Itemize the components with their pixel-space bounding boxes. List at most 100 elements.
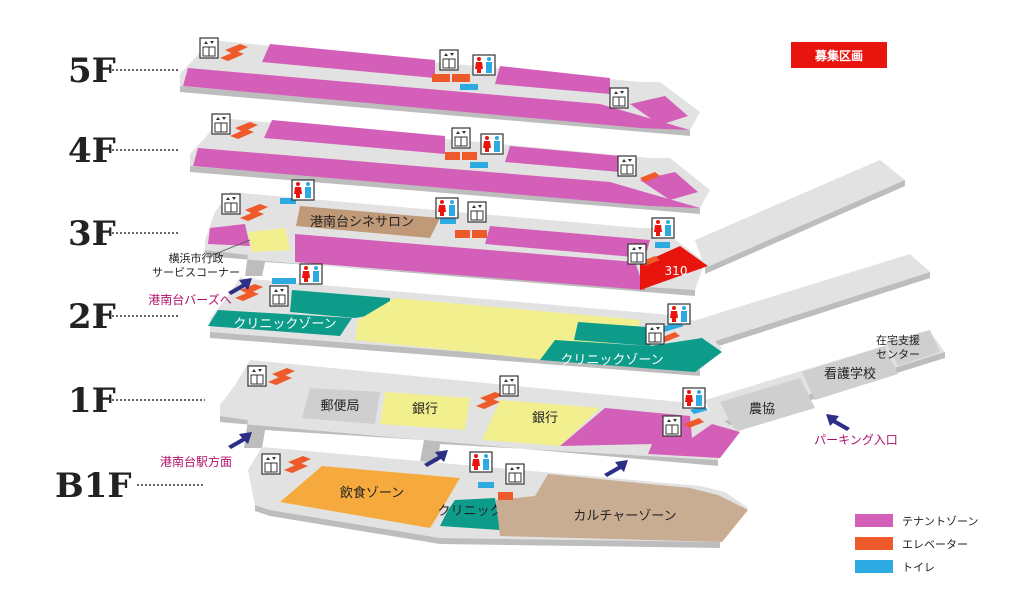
elevator: [684, 418, 704, 428]
elevator: [235, 122, 258, 132]
elevator-icon: [439, 49, 459, 71]
floor-1f: 農協 看護学校 在宅支援 センター 郵便局 銀行 銀行: [220, 330, 945, 466]
elevator: [472, 230, 487, 238]
legend: テナントゾーン エレベーター トイレ: [855, 514, 978, 574]
nursing-zone: [802, 346, 898, 400]
legend-toilet-label: トイレ: [902, 561, 935, 574]
tenant-zone: [183, 68, 690, 130]
bank-zone: [482, 400, 600, 446]
vacant-unit-310: [640, 246, 708, 290]
vacant-badge-label: 募集区画: [814, 48, 863, 63]
tenant-zone: [193, 148, 700, 208]
toilet-icon: [480, 133, 504, 155]
floor-label-5f: 5F: [68, 51, 116, 91]
legend-swatch-elevator: [855, 537, 893, 550]
elevator: [462, 152, 477, 160]
toilet: [478, 482, 494, 488]
legend-swatch-tenant: [855, 514, 893, 527]
tenant-zone: [264, 120, 445, 154]
toilet: [655, 242, 670, 248]
clinic-2f-left-label: クリニックゾーン: [233, 317, 336, 332]
elevator-icon: [221, 193, 241, 215]
bank-label-2: 銀行: [532, 411, 558, 426]
food-zone: [280, 466, 460, 528]
elevator-icon: [261, 453, 281, 475]
elevator-icon: [627, 243, 647, 265]
elevator: [660, 332, 680, 342]
post-office-label: 郵便局: [320, 399, 359, 414]
bank-zone: [380, 392, 470, 430]
unit-310-label: 310: [665, 264, 688, 278]
elevator: [284, 463, 308, 473]
tenant-zone: [640, 172, 698, 200]
floor-b1f: 飲食ゾーン クリニック カルチャーゾーン: [248, 447, 748, 548]
elevator: [445, 152, 460, 160]
food-label: 飲食ゾーン: [340, 485, 404, 501]
elevator: [220, 51, 244, 61]
floor-label-4f: 4F: [68, 131, 116, 171]
clinic-zone: [440, 498, 500, 530]
cine-label: 港南台シネサロン: [310, 214, 414, 230]
access-station-label: 港南台駅方面: [160, 454, 232, 469]
floor-label-2f: 2F: [68, 297, 116, 337]
toilet-icon: [435, 197, 459, 219]
gov-zone: [248, 228, 290, 252]
cine-zone: [296, 206, 440, 238]
access-bars-label: 港南台バーズへ: [148, 292, 231, 307]
clinic-zone: [290, 290, 390, 318]
elevator: [288, 456, 311, 466]
toilet-icon: [291, 179, 315, 201]
toilet: [460, 84, 478, 90]
toilet-icon: [299, 263, 323, 285]
elevator: [230, 129, 254, 139]
clinic-b1f-label: クリニック: [437, 504, 502, 519]
tenant-zone: [295, 234, 645, 290]
nokyo-label: 農協: [749, 402, 775, 417]
elevator: [498, 492, 513, 500]
tenant-zone: [505, 146, 620, 172]
toilet-icon: [469, 451, 493, 473]
elevator-icon: [609, 87, 629, 109]
elevator-icon: [499, 375, 519, 397]
elevator-icon: [505, 463, 525, 485]
toilet: [470, 162, 488, 168]
tenant-zone: [208, 224, 250, 246]
elevator-icon: [617, 155, 637, 177]
elevator: [268, 375, 292, 385]
support-zone: [886, 330, 940, 366]
nursing-label: 看護学校: [824, 366, 876, 382]
gov-leader: [209, 239, 251, 257]
tenant-zone: [495, 66, 610, 94]
tenant-zone: [630, 96, 688, 125]
support-label-2: センター: [876, 348, 920, 361]
floor-label-b1f: B1F: [55, 466, 132, 506]
vacant-badge: [791, 42, 887, 68]
culture-label: カルチャーゾーン: [573, 509, 676, 524]
legend-swatch-toilet: [855, 560, 893, 573]
floor-label-1f: 1F: [68, 381, 116, 421]
floor-4f: [190, 113, 710, 214]
tenant-zone: [262, 44, 435, 78]
support-label-1: 在宅支援: [876, 333, 920, 347]
bank-label-1: 銀行: [412, 402, 438, 417]
elevator: [245, 204, 268, 214]
arrow-icon: [826, 414, 850, 431]
elevator-icon: [247, 365, 267, 387]
legend-tenant-label: テナントゾーン: [902, 515, 978, 528]
clinic-zone: [540, 338, 722, 372]
tenant-zone: [560, 408, 740, 458]
access-parking-label: パーキング入口: [814, 433, 898, 447]
elevator: [240, 284, 263, 294]
elevator-icon: [199, 37, 219, 59]
legend-elevator-label: エレベーター: [902, 538, 968, 551]
toilet-icon: [667, 303, 691, 325]
arrow-icon: [604, 460, 628, 477]
elevator: [640, 172, 660, 182]
toilet-icon: [472, 54, 496, 76]
elevator-icon: [662, 415, 682, 437]
elevator: [240, 211, 264, 221]
post-office-zone: [302, 388, 380, 424]
elevator: [235, 291, 259, 301]
toilet-icon: [682, 387, 706, 409]
